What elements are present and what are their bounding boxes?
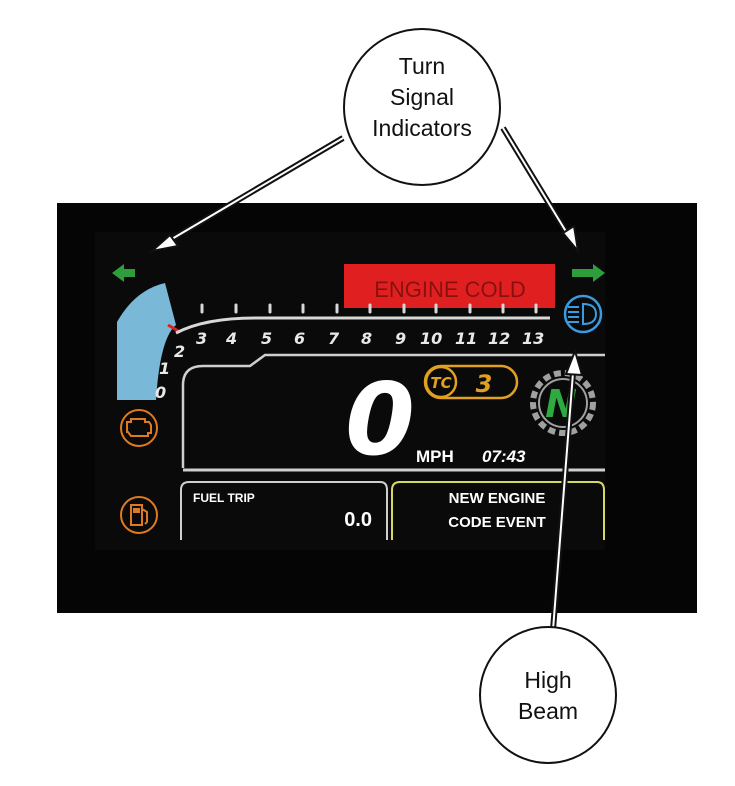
tach-ticks [200, 303, 538, 314]
tach-number: 7 [328, 329, 340, 348]
message-box [391, 481, 605, 540]
callout-line: Signal [390, 84, 454, 110]
callout-line: Beam [518, 698, 578, 724]
tc-level: 3 [476, 370, 493, 398]
fuel-trip-box [180, 481, 388, 540]
tach-number: 4 [225, 329, 237, 348]
callout-line: Turn [399, 53, 445, 79]
tach-number: 5 [261, 329, 272, 348]
check-engine-icon [120, 409, 158, 447]
fuel-pump-icon [120, 496, 158, 534]
tach-number: 6 [294, 329, 305, 348]
tach-number: 8 [361, 329, 372, 348]
tach-number: 11 [455, 329, 477, 348]
tach-number: 9 [395, 329, 406, 348]
speed-readout: 0 [345, 361, 415, 478]
message-line-1: NEW ENGINE [449, 490, 546, 507]
speed-unit: MPH [416, 447, 454, 466]
tach-number: 0 [155, 383, 166, 402]
high-beam-callout-arrow [550, 347, 584, 631]
fuel-trip-label: FUEL TRIP [193, 491, 255, 505]
main-display-frame [181, 353, 605, 468]
tach-number: 10 [420, 329, 442, 348]
left-turn-arrow-icon [112, 264, 135, 282]
high-beam-callout: High Beam [479, 626, 617, 764]
right-turn-arrow-icon [572, 264, 605, 282]
clock-readout: 07:43 [482, 447, 526, 466]
tach-fill [117, 283, 176, 400]
callout-line: High [524, 667, 571, 693]
tach-number: 2 [174, 342, 185, 361]
callout-line: Indicators [372, 115, 472, 141]
tach-number: 12 [488, 329, 510, 348]
tach-track [175, 316, 550, 335]
tach-number: 3 [196, 329, 207, 348]
high-beam-icon [563, 294, 603, 334]
engine-cold-banner [344, 264, 555, 308]
tach-number: 13 [522, 329, 544, 348]
tach-numbers: 0 1 2 3 4 5 6 7 8 9 10 11 12 13 [155, 329, 544, 402]
tach-number: 1 [159, 359, 170, 378]
engine-cold-text: ENGINE COLD [374, 277, 526, 302]
message-line-2: CODE EVENT [448, 514, 546, 531]
fuel-trip-value: 0.0 [344, 509, 372, 531]
tc-label: TC [430, 374, 451, 392]
turn-signal-callout: Turn Signal Indicators [343, 28, 501, 186]
traction-control-badge: TC 3 [423, 364, 519, 400]
turn-signal-callout-arrows [148, 126, 580, 255]
